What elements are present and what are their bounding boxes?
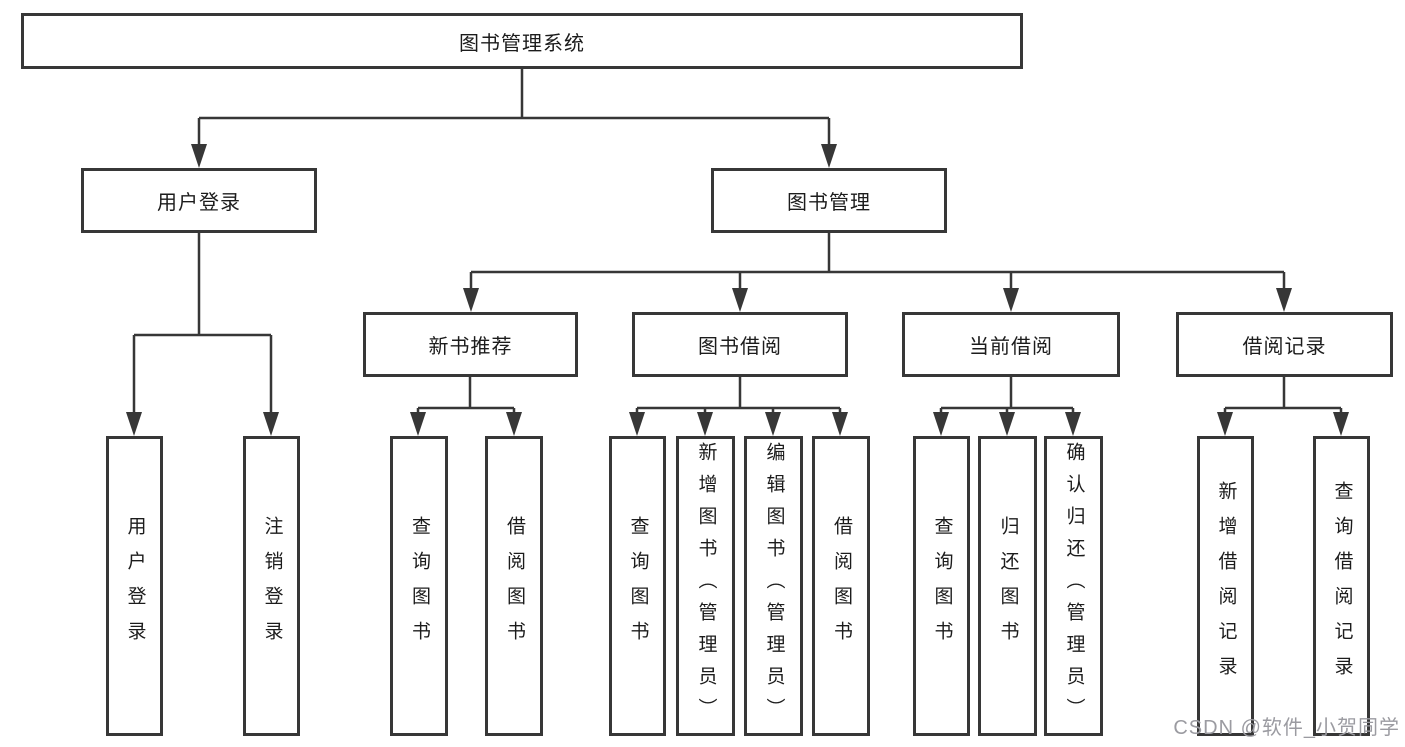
node-user-login: 用户登录 [81, 168, 317, 233]
leaf-label: 查询图书 [627, 516, 649, 656]
node-root-label: 图书管理系统 [459, 32, 585, 55]
node-label: 图书借阅 [698, 336, 782, 358]
node-new-book-recommend: 新书推荐 [363, 312, 578, 377]
leaf-return-books: 归还图书 [978, 436, 1037, 736]
leaf-label: 用户登录 [124, 516, 146, 656]
node-label: 用户登录 [157, 192, 241, 214]
leaf-query-books-1: 查询图书 [390, 436, 448, 736]
node-current-borrowing: 当前借阅 [902, 312, 1120, 377]
node-label: 新书推荐 [428, 336, 513, 358]
leaf-borrow-books-1: 借阅图书 [485, 436, 543, 736]
leaf-label: 编辑图书（管理员） [763, 442, 785, 730]
leaf-query-borrow-record: 查询借阅记录 [1313, 436, 1370, 736]
node-book-management: 图书管理 [711, 168, 947, 233]
leaf-label: 新增借阅记录 [1215, 481, 1237, 691]
leaf-add-borrow-record: 新增借阅记录 [1197, 436, 1254, 736]
leaf-label: 确认归还（管理员） [1063, 442, 1085, 730]
leaf-borrow-books-2: 借阅图书 [812, 436, 870, 736]
leaf-label: 查询借阅记录 [1331, 481, 1353, 691]
node-label: 借阅记录 [1242, 336, 1327, 358]
leaf-label: 查询图书 [408, 516, 430, 656]
watermark: CSDN @软件_小贺同学 [1173, 717, 1400, 739]
leaf-user-login: 用户登录 [106, 436, 163, 736]
leaf-label: 查询图书 [931, 516, 953, 656]
leaf-label: 借阅图书 [830, 516, 852, 656]
node-book-borrowing: 图书借阅 [632, 312, 848, 377]
leaf-query-books-3: 查询图书 [913, 436, 970, 736]
node-label: 当前借阅 [969, 336, 1053, 358]
arrowheads [126, 144, 1349, 436]
leaf-label: 归还图书 [997, 516, 1019, 656]
leaf-query-books-2: 查询图书 [609, 436, 666, 736]
leaf-label: 注销登录 [261, 516, 283, 656]
node-label: 图书管理 [787, 192, 871, 214]
leaf-confirm-return-admin: 确认归还（管理员） [1044, 436, 1103, 736]
node-root: 图书管理系统 [21, 13, 1023, 69]
leaf-label: 借阅图书 [503, 516, 525, 656]
leaf-add-books-admin: 新增图书（管理员） [676, 436, 735, 736]
leaf-label: 新增图书（管理员） [695, 442, 717, 730]
leaf-logout: 注销登录 [243, 436, 300, 736]
leaf-edit-books-admin: 编辑图书（管理员） [744, 436, 803, 736]
node-borrowing-records: 借阅记录 [1176, 312, 1393, 377]
